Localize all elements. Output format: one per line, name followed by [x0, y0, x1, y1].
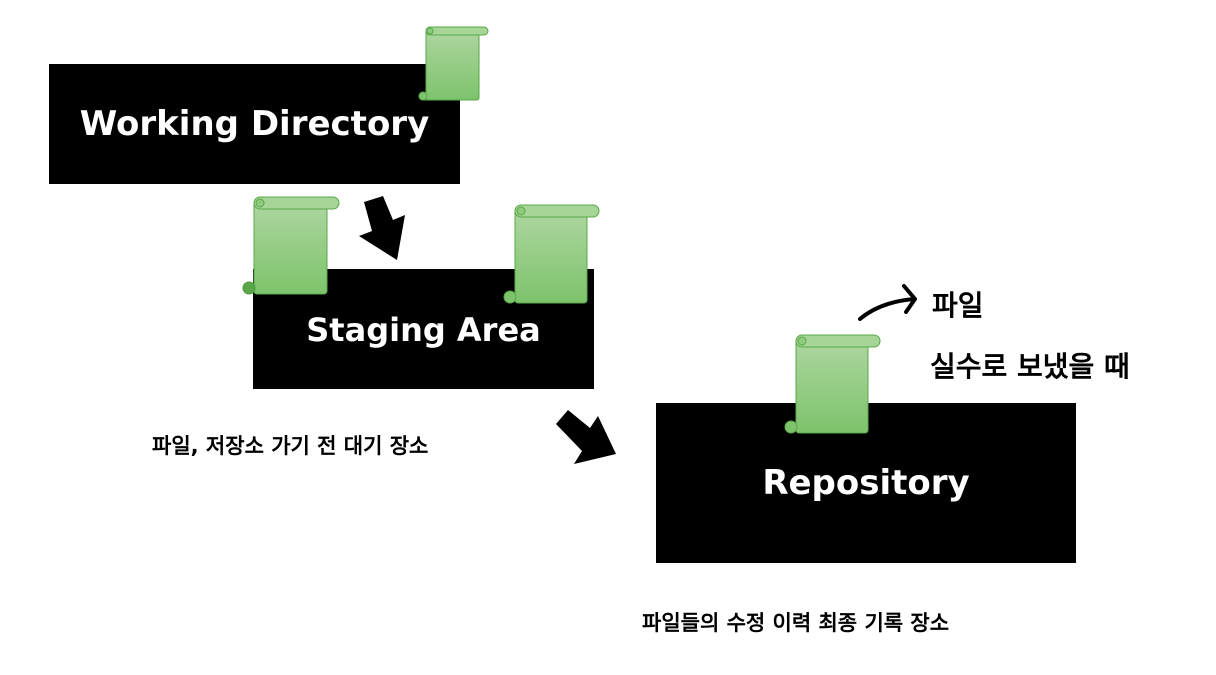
note-file-label: 파일	[932, 289, 984, 322]
file-scroll-icon	[784, 334, 881, 434]
working-directory-label: Working Directory	[79, 104, 430, 144]
working-directory-box: Working Directory	[49, 64, 460, 184]
repository-box: Repository	[656, 403, 1076, 563]
down-arrow-icon	[556, 410, 616, 464]
file-scroll-icon	[418, 26, 489, 101]
curved-arrow-icon	[858, 284, 917, 321]
staging-area-caption: 파일, 저장소 가기 전 대기 장소	[152, 434, 429, 458]
down-arrow-icon	[359, 196, 405, 260]
repository-caption: 파일들의 수정 이력 최종 기록 장소	[642, 611, 950, 635]
staging-area-label: Staging Area	[306, 311, 541, 349]
note-mistake-label: 실수로 보냈을 때	[930, 350, 1130, 383]
repository-label: Repository	[762, 463, 970, 503]
file-scroll-icon	[503, 204, 600, 304]
file-scroll-icon	[242, 196, 340, 295]
